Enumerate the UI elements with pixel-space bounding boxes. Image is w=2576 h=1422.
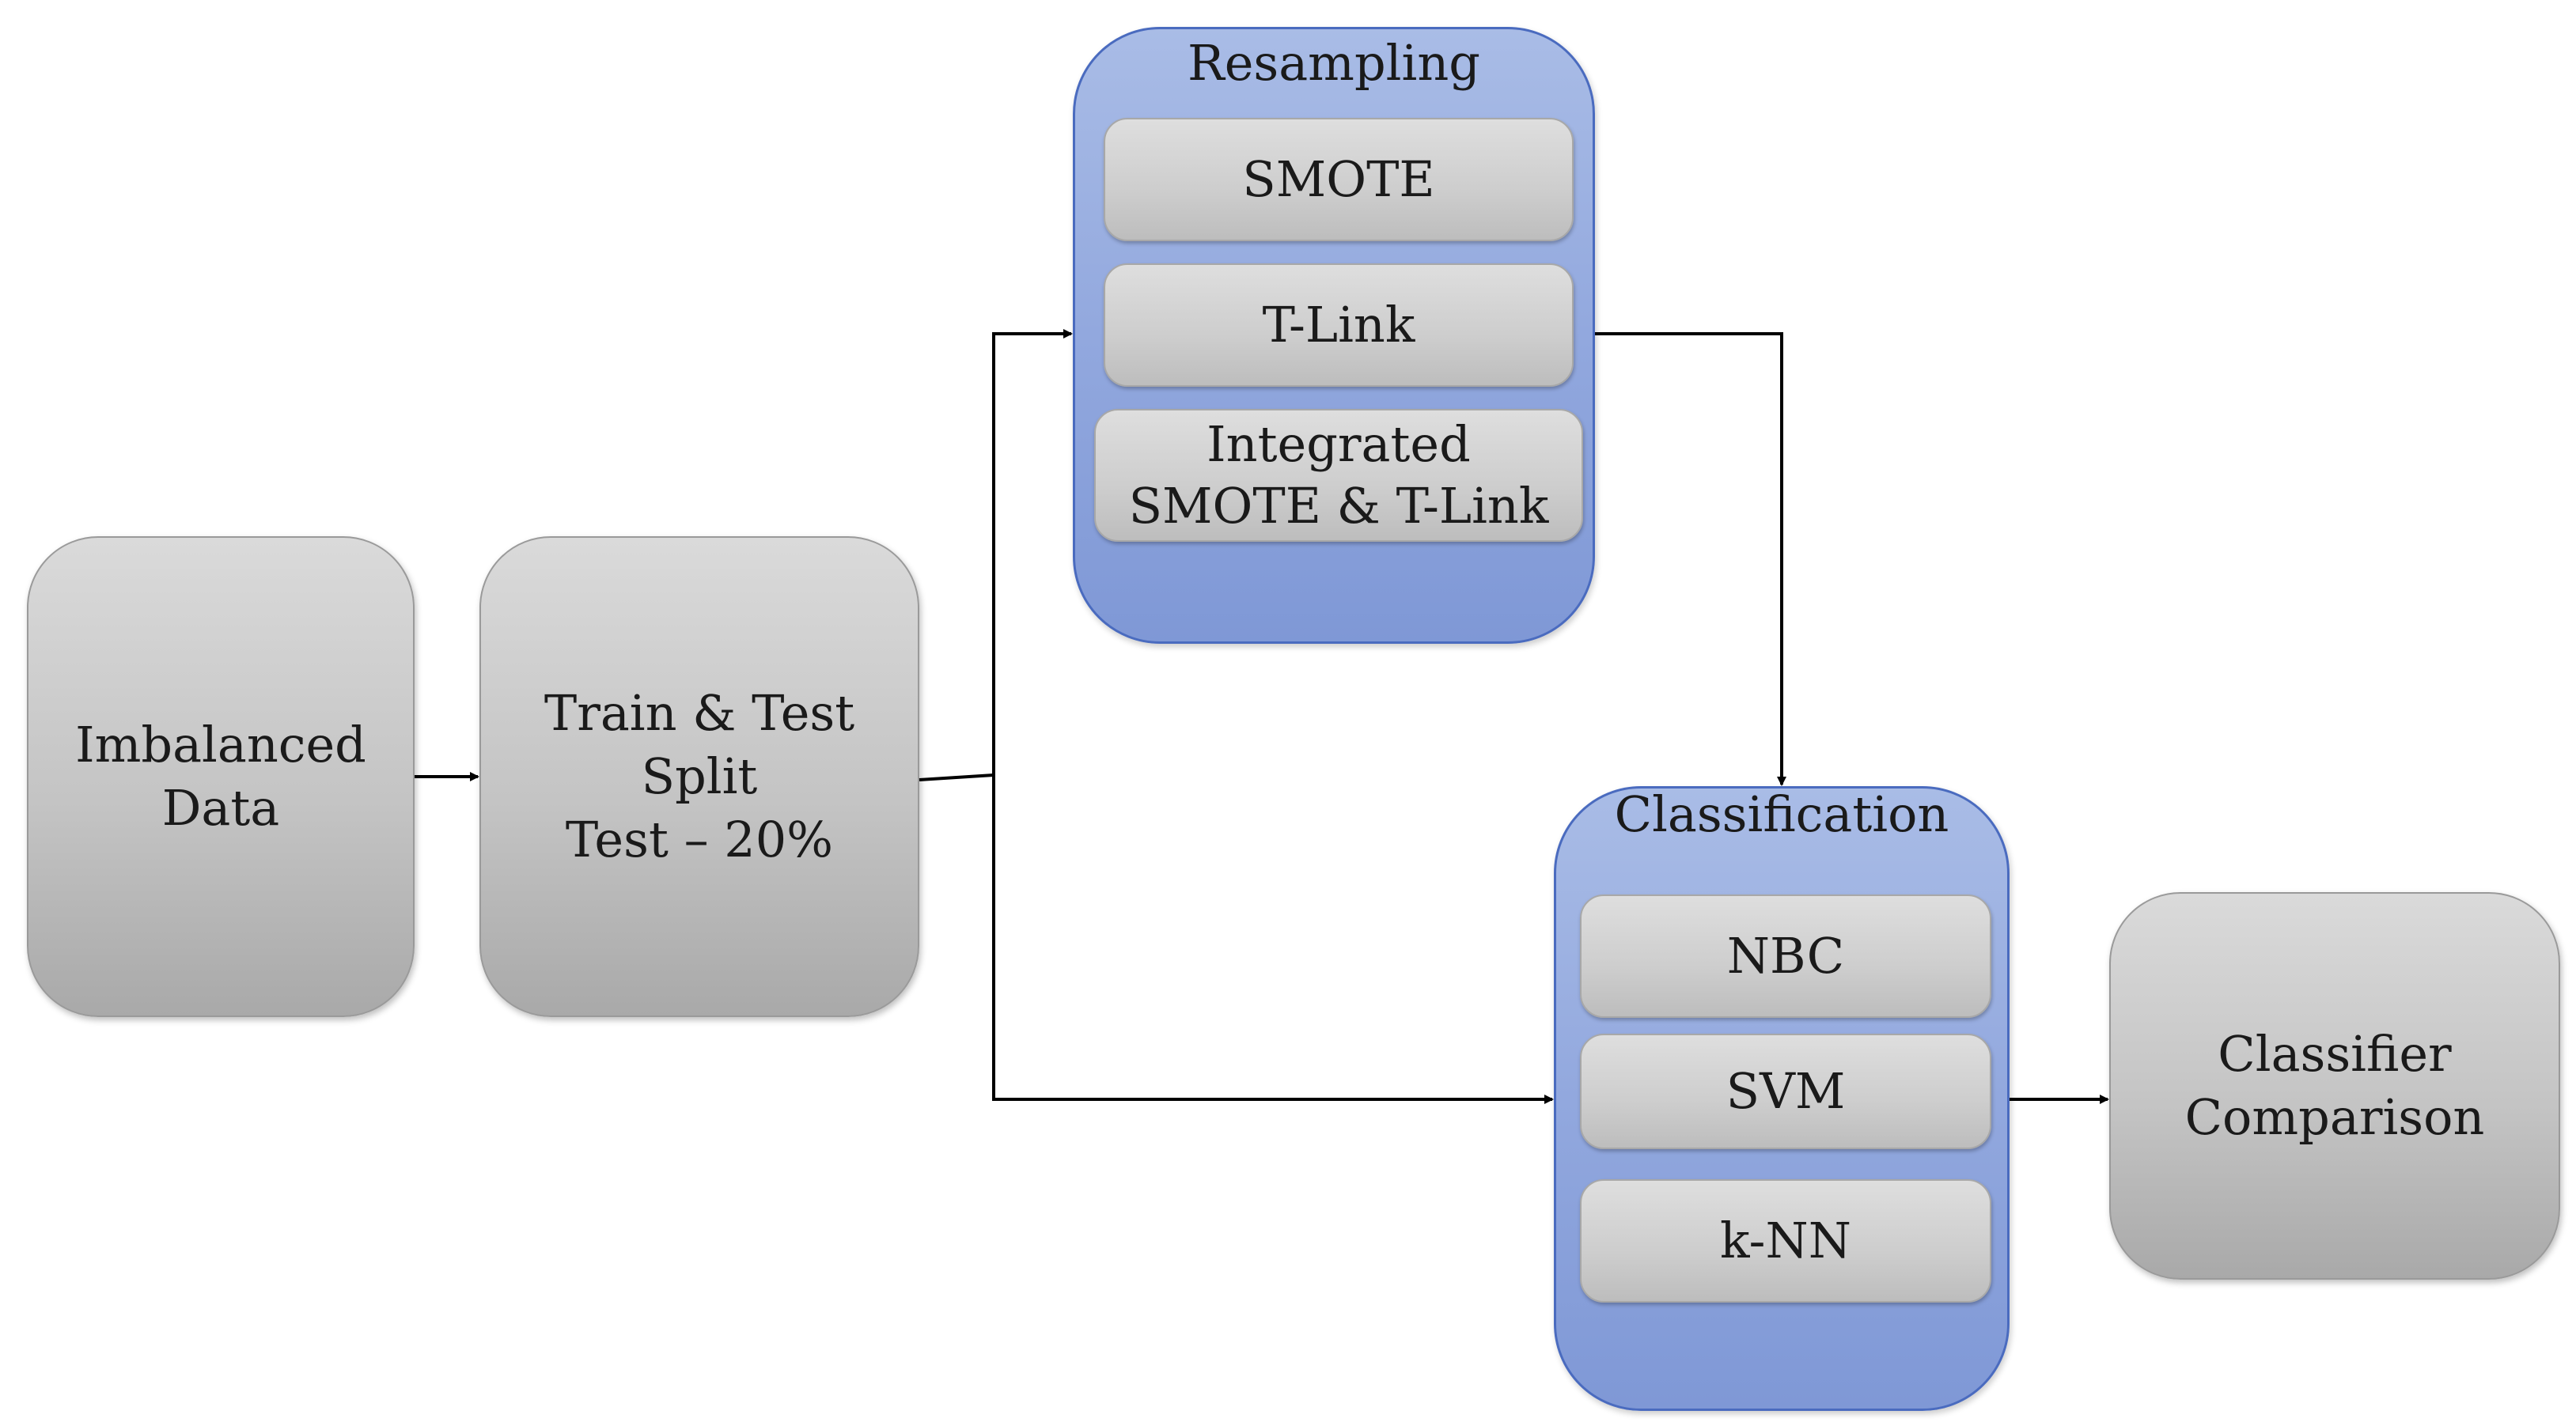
classification-item-svm: SVM — [1580, 1034, 1991, 1149]
resampling-item-tlink: T-Link — [1104, 263, 1574, 387]
classification-title: Classification — [1614, 785, 1949, 843]
classification-item-knn: k-NN — [1580, 1179, 1991, 1303]
svm-label: SVM — [1726, 1062, 1846, 1120]
knn-label: k-NN — [1720, 1212, 1851, 1269]
classifier-comparison-line-1: Classifier — [2218, 1025, 2452, 1083]
integrated-line-2: SMOTE & T-Link — [1128, 477, 1549, 535]
classification-group: Classification NBC SVM k-NN — [1554, 786, 2010, 1411]
train-test-split-line-1: Train & Test — [544, 684, 855, 742]
imbalanced-data-line-1: Imbalanced — [75, 716, 366, 773]
arrow-split-to-resampling — [992, 329, 1073, 775]
classification-item-nbc: NBC — [1580, 894, 1991, 1018]
resampling-item-smote: SMOTE — [1104, 118, 1574, 241]
classifier-comparison-line-2: Comparison — [2184, 1088, 2485, 1146]
train-test-split-node: Train & Test Split Test – 20% — [479, 536, 919, 1017]
train-test-split-line-3: Test – 20% — [565, 811, 834, 868]
arrow-split-to-classification — [992, 775, 1554, 1104]
imbalanced-data-node: Imbalanced Data — [27, 536, 415, 1017]
imbalanced-data-line-2: Data — [161, 779, 280, 837]
train-test-split-line-2: Split — [641, 747, 758, 805]
resampling-title: Resampling — [1188, 34, 1480, 92]
resampling-group: Resampling SMOTE T-Link Integrated SMOTE… — [1073, 27, 1595, 644]
arrow-resampling-to-classification — [1595, 332, 1786, 786]
resampling-item-integrated: Integrated SMOTE & T-Link — [1094, 409, 1583, 542]
smote-label: SMOTE — [1242, 150, 1435, 208]
connector-split-to-junction — [919, 773, 994, 781]
integrated-line-1: Integrated — [1207, 415, 1471, 473]
tlink-label: T-Link — [1262, 296, 1415, 354]
nbc-label: NBC — [1726, 927, 1845, 985]
classifier-comparison-node: Classifier Comparison — [2109, 892, 2560, 1280]
